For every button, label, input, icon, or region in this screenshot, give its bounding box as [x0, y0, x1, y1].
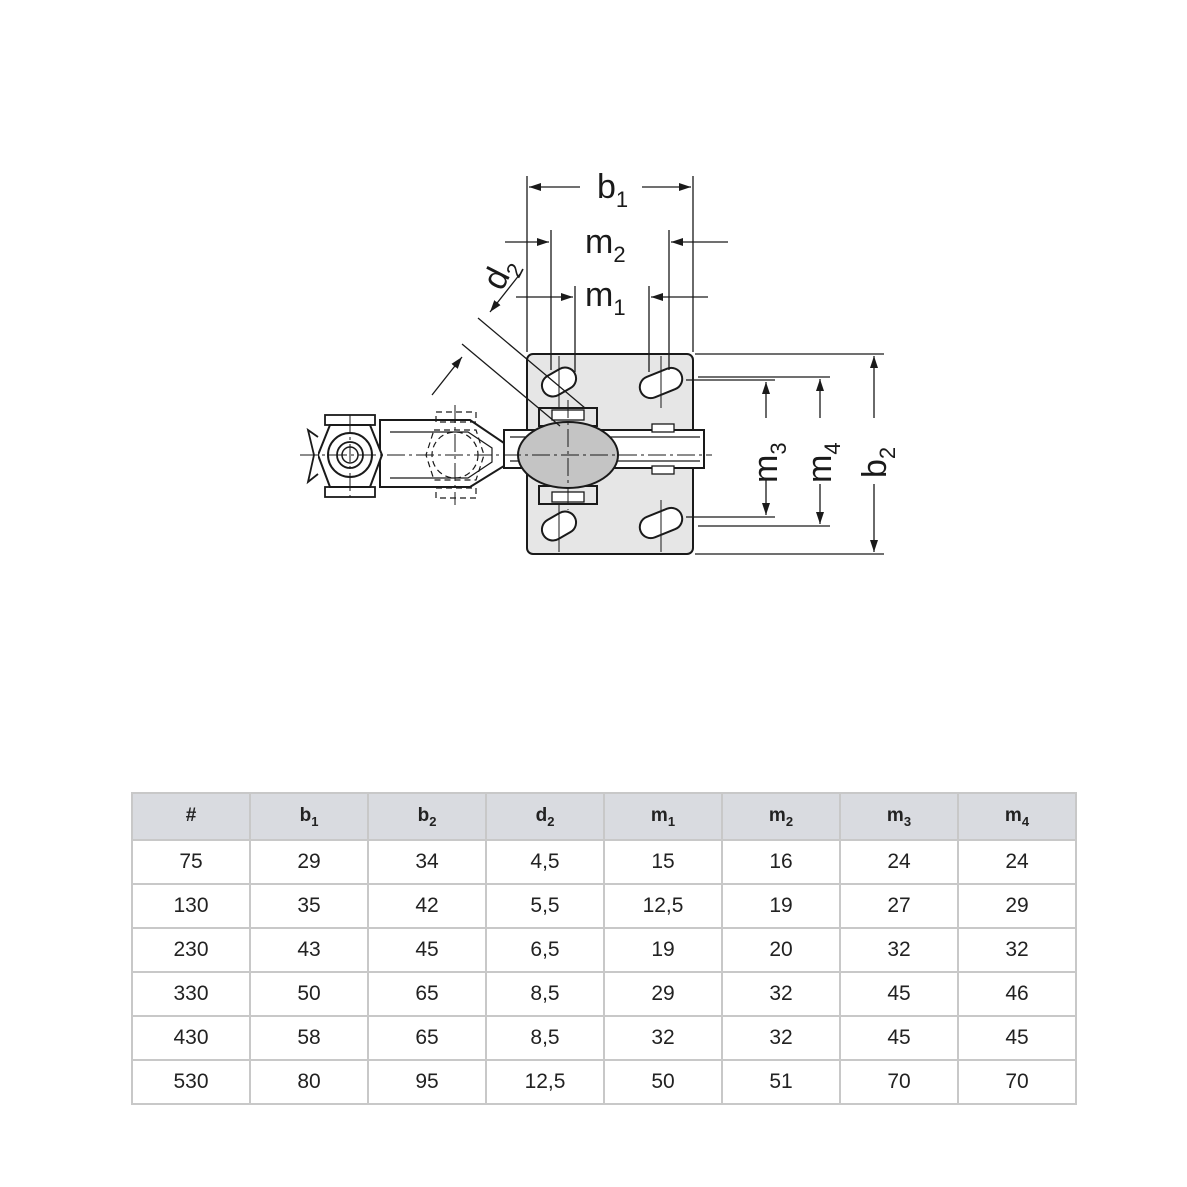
table-cell: 27 — [839, 883, 959, 929]
table-row: 330 50 65 8,5 29 32 45 46 — [131, 971, 1077, 1017]
table-cell: 65 — [367, 971, 487, 1017]
table-cell: 43 — [249, 927, 369, 973]
table-cell: 8,5 — [485, 971, 605, 1017]
table-cell: 20 — [721, 927, 841, 973]
table-cell: 6,5 — [485, 927, 605, 973]
table-cell: 34 — [367, 839, 487, 885]
table-cell: 50 — [603, 1059, 723, 1105]
table-row: 230 43 45 6,5 19 20 32 32 — [131, 927, 1077, 973]
table-cell: 42 — [367, 883, 487, 929]
table-cell: 19 — [721, 883, 841, 929]
table-cell: 24 — [957, 839, 1077, 885]
table-cell: 32 — [721, 1015, 841, 1061]
table-cell: 12,5 — [603, 883, 723, 929]
label-m2: m2 — [585, 223, 626, 267]
dimension-table: # b1 b2 d2 m1 m2 m3 m4 75 29 34 4,5 15 1… — [131, 792, 1077, 1105]
header-d2: d2 — [485, 792, 605, 841]
table-cell: 65 — [367, 1015, 487, 1061]
table-cell: 24 — [839, 839, 959, 885]
clamp-technical-drawing: b1 m2 m1 d2 m3 m4 b2 — [300, 168, 900, 555]
header-m3: m3 — [839, 792, 959, 841]
table-cell: 15 — [603, 839, 723, 885]
header-b2: b2 — [367, 792, 487, 841]
table-cell: 230 — [131, 927, 251, 973]
table-cell: 95 — [367, 1059, 487, 1105]
table-row: 75 29 34 4,5 15 16 24 24 — [131, 839, 1077, 885]
table-cell: 4,5 — [485, 839, 605, 885]
spindle-nut — [306, 414, 384, 498]
table-cell: 19 — [603, 927, 723, 973]
table-cell: 45 — [839, 971, 959, 1017]
table-cell: 80 — [249, 1059, 369, 1105]
table-cell: 12,5 — [485, 1059, 605, 1105]
table-cell: 45 — [367, 927, 487, 973]
table-cell: 530 — [131, 1059, 251, 1105]
header-m4: m4 — [957, 792, 1077, 841]
label-m4: m4 — [801, 442, 845, 483]
table-cell: 58 — [249, 1015, 369, 1061]
table-cell: 70 — [957, 1059, 1077, 1105]
table-cell: 130 — [131, 883, 251, 929]
table-row: 530 80 95 12,5 50 51 70 70 — [131, 1059, 1077, 1105]
label-d2: d2 — [475, 251, 528, 299]
table-cell: 32 — [957, 927, 1077, 973]
label-b1: b1 — [597, 168, 628, 212]
table-cell: 50 — [249, 971, 369, 1017]
header-m2: m2 — [721, 792, 841, 841]
header-number: # — [131, 792, 251, 841]
table-cell: 51 — [721, 1059, 841, 1105]
table-cell: 16 — [721, 839, 841, 885]
table-cell: 32 — [603, 1015, 723, 1061]
table-cell: 46 — [957, 971, 1077, 1017]
table-row: 430 58 65 8,5 32 32 45 45 — [131, 1015, 1077, 1061]
label-m3: m3 — [747, 442, 791, 483]
table-cell: 8,5 — [485, 1015, 605, 1061]
table-cell: 430 — [131, 1015, 251, 1061]
header-m1: m1 — [603, 792, 723, 841]
table-cell: 70 — [839, 1059, 959, 1105]
table-cell: 35 — [249, 883, 369, 929]
table-cell: 29 — [957, 883, 1077, 929]
clamp-arm — [379, 419, 505, 488]
table-cell: 330 — [131, 971, 251, 1017]
table-cell: 75 — [131, 839, 251, 885]
table-row: 130 35 42 5,5 12,5 19 27 29 — [131, 883, 1077, 929]
table-cell: 32 — [721, 971, 841, 1017]
table-cell: 29 — [249, 839, 369, 885]
table-cell: 5,5 — [485, 883, 605, 929]
table-header-row: # b1 b2 d2 m1 m2 m3 m4 — [131, 792, 1077, 841]
table-cell: 29 — [603, 971, 723, 1017]
table-cell: 45 — [957, 1015, 1077, 1061]
label-b2: b2 — [856, 447, 900, 478]
table-cell: 45 — [839, 1015, 959, 1061]
header-b1: b1 — [249, 792, 369, 841]
label-m1: m1 — [585, 276, 626, 320]
table-cell: 32 — [839, 927, 959, 973]
